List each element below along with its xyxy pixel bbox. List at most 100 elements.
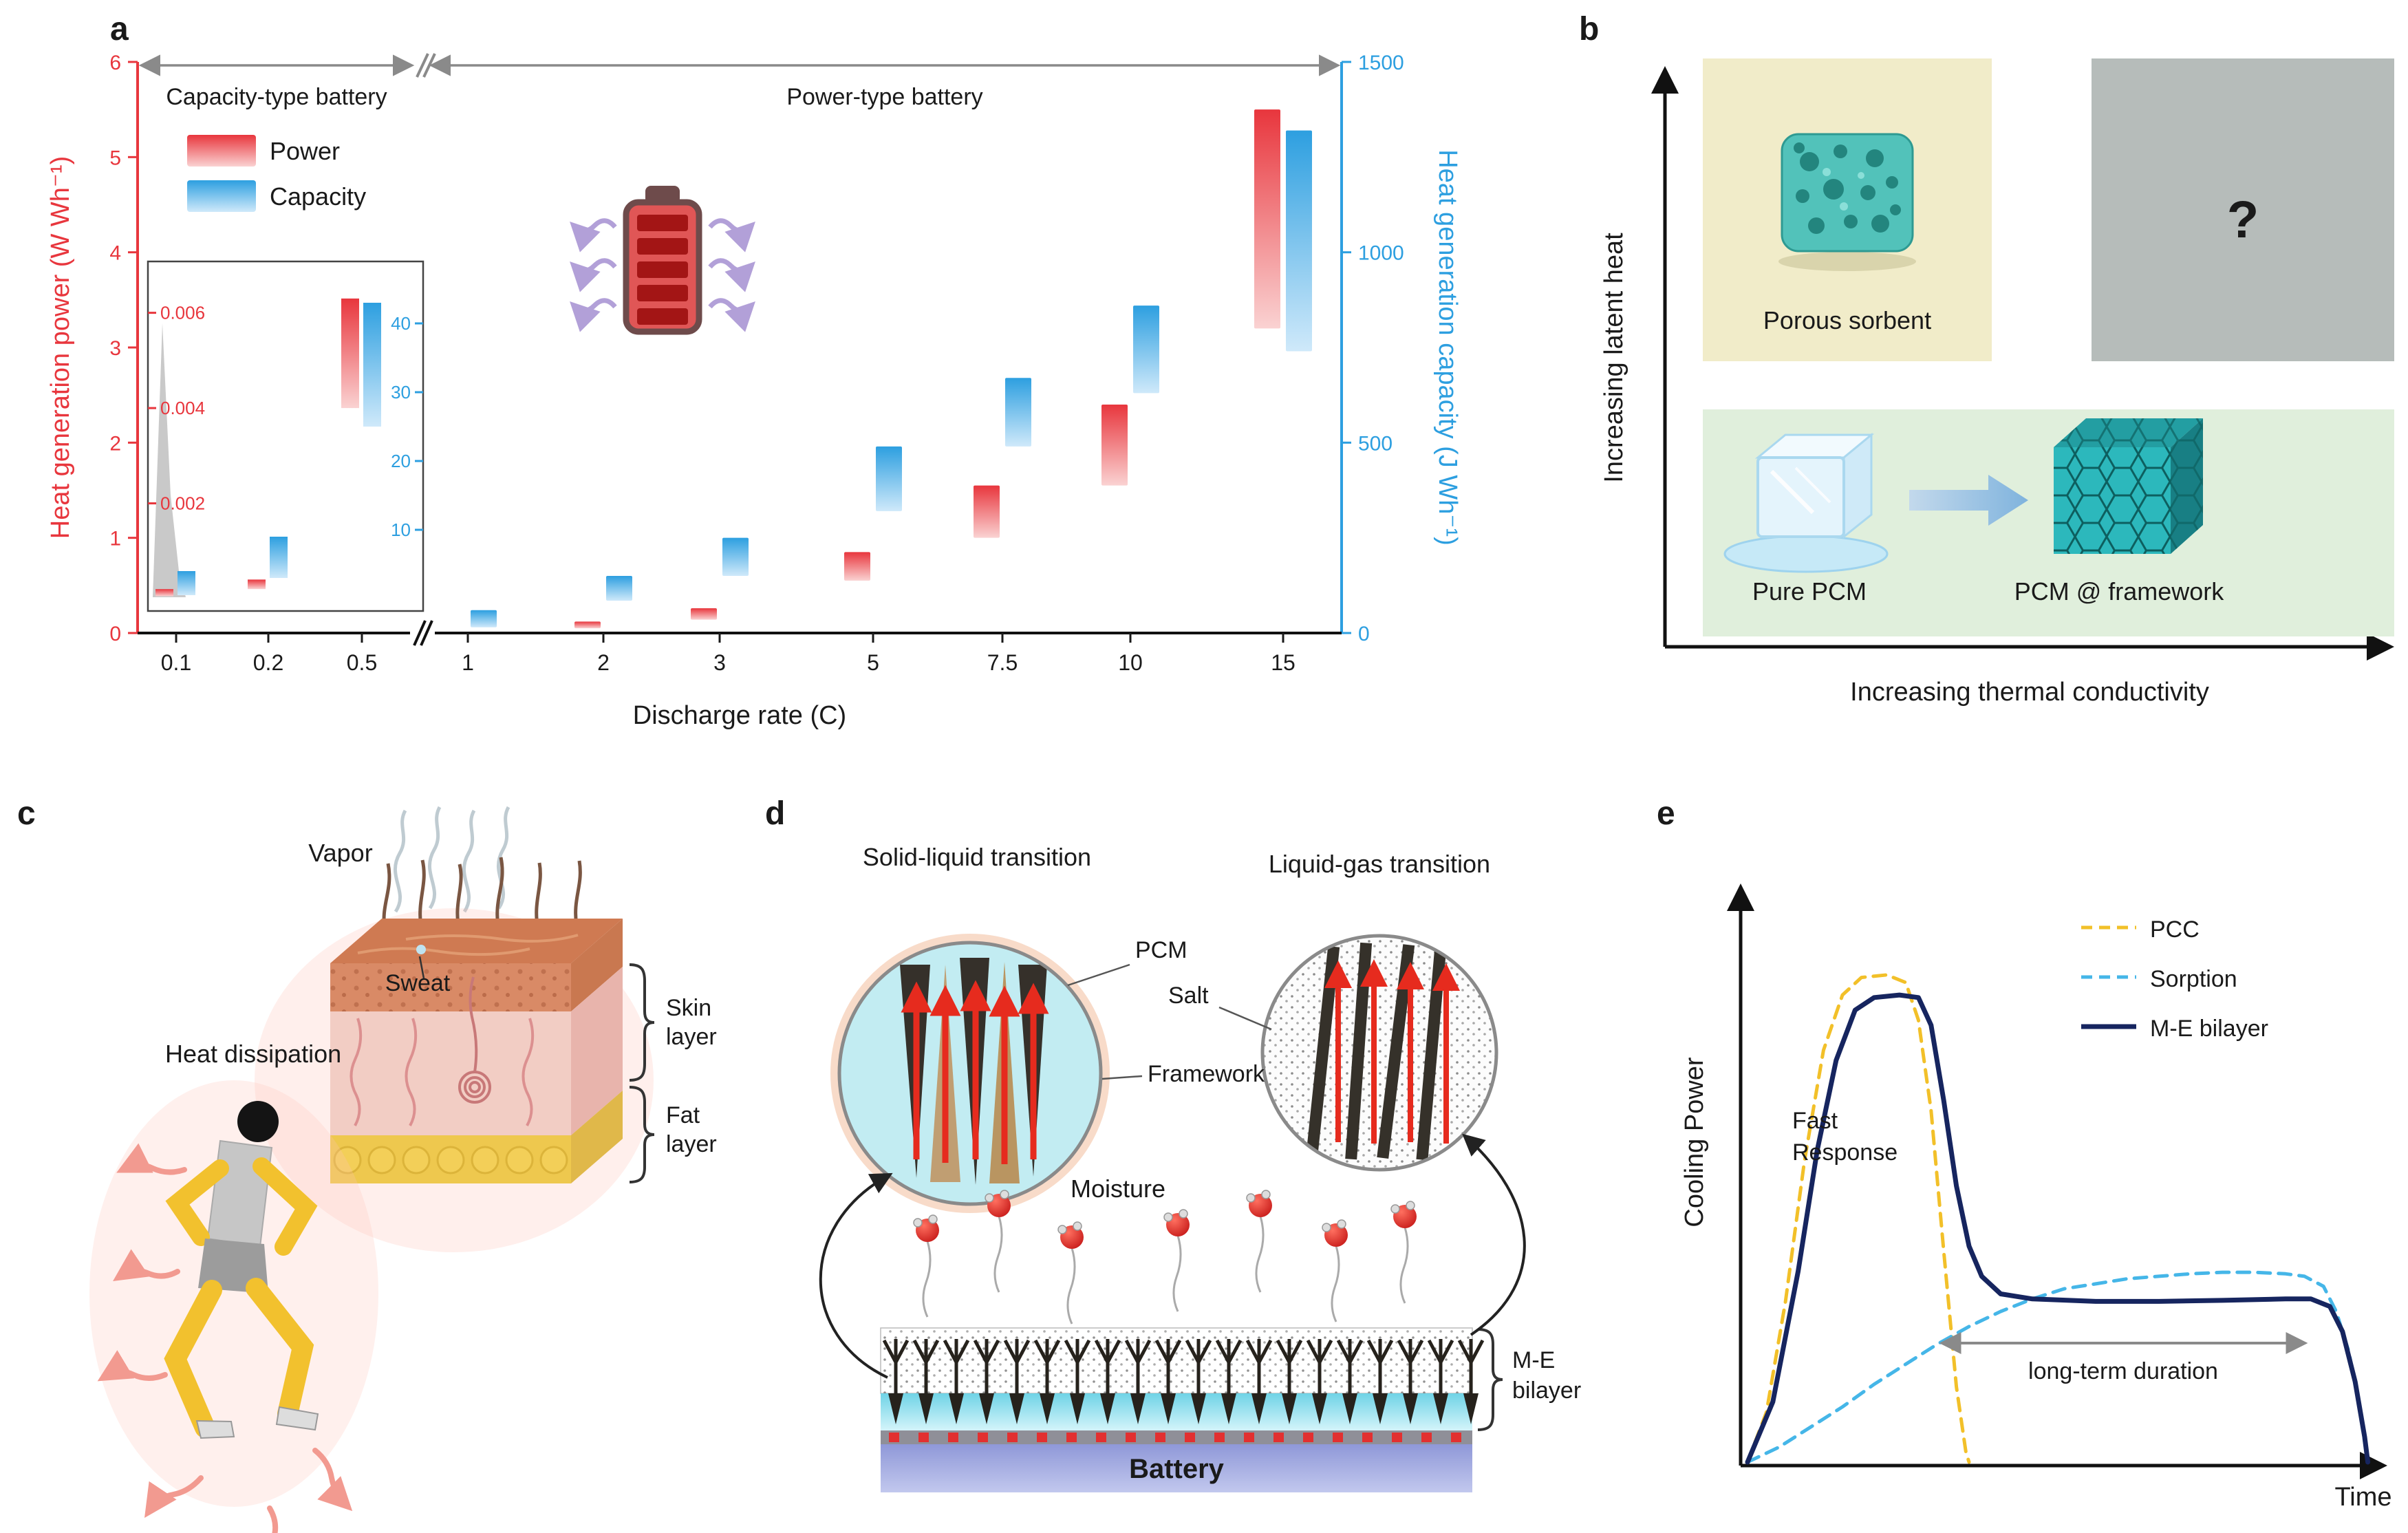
electrode-square — [978, 1433, 988, 1442]
framework-tree — [1094, 1339, 1121, 1393]
arrow-break-slash — [422, 53, 436, 78]
battery-body — [881, 1444, 1472, 1492]
vapor-wisps — [393, 806, 510, 913]
chart-e-legend: PCC Sorption M-E bilayer — [2081, 916, 2268, 1042]
framework-tree — [1427, 1339, 1454, 1393]
pcm-layer — [881, 1393, 1472, 1430]
fat-bump — [471, 1146, 499, 1175]
framework-tree — [1185, 1339, 1212, 1393]
electrode-square — [918, 1433, 929, 1442]
bilayer-label-1: M-E — [1512, 1347, 1555, 1373]
fat-layer-brace — [629, 1086, 655, 1183]
framework-wedge — [1433, 1393, 1448, 1424]
water-molecule — [1163, 1209, 1190, 1312]
zoom-arrow-left — [819, 1172, 893, 1379]
y-right-tick-label: 1500 — [1358, 52, 1404, 74]
molecule-tail — [993, 1216, 1003, 1293]
electrode-square — [1185, 1433, 1195, 1442]
electrode-square — [889, 1433, 899, 1442]
y-left-axis-label: Heat generation power (W Wh⁻¹) — [46, 156, 75, 539]
framework-wedge — [1221, 1393, 1236, 1424]
electrode-square — [1037, 1433, 1047, 1442]
panel-a-label: a — [110, 11, 129, 47]
axis-break-slash — [420, 620, 433, 646]
zoom-arrow-right — [1462, 1133, 1526, 1336]
time-label: Time — [2334, 1483, 2391, 1512]
sweat-pointer — [418, 956, 425, 979]
arrow-break-slash — [416, 53, 429, 78]
molecule-tail — [1172, 1235, 1182, 1312]
framework-wedge — [1161, 1393, 1176, 1424]
pure-pcm-image — [1723, 432, 1889, 573]
panel-c: c Vapor — [17, 795, 717, 1533]
bar-capacity-1 — [471, 610, 497, 628]
runner-shoe — [275, 1406, 319, 1431]
panel-b-label: b — [1579, 11, 1599, 47]
battery-icon — [570, 186, 755, 335]
hydrogen-atom — [985, 1193, 994, 1203]
framework-tree — [1154, 1339, 1182, 1393]
framework-tree — [943, 1339, 970, 1393]
inset-right-tick-label: 10 — [391, 519, 411, 540]
x-tick-label: 10 — [1118, 650, 1143, 675]
sweat-gland — [458, 976, 491, 1104]
y-left-tick-label: 6 — [109, 52, 121, 74]
framework-wedge — [1191, 1393, 1206, 1424]
hydrogen-atom — [913, 1218, 923, 1228]
x-tick-label: 3 — [713, 650, 726, 675]
panel-e: e Cooling Power Time PCC Sorption M-E bi… — [1657, 795, 2392, 1512]
inset-bar-capacity-0.1 — [178, 571, 195, 595]
framework-wedge — [1373, 1393, 1388, 1424]
conductivity-axis-label: Increasing thermal conductivity — [1850, 678, 2209, 707]
inset-left-tick-label: 0.002 — [160, 493, 205, 514]
inset-bar-power-0.1 — [155, 589, 173, 597]
fast-response-label-1: Fast — [1792, 1108, 1838, 1134]
x-tick-label: 2 — [597, 650, 610, 675]
hydrogen-atom — [1000, 1190, 1009, 1199]
y-left-tick-label: 2 — [109, 432, 121, 455]
framework-wedge — [1009, 1393, 1024, 1424]
unknown-box — [2092, 58, 2394, 361]
fat-bump — [367, 1146, 396, 1175]
bar-capacity-5 — [876, 446, 902, 511]
skin-layer-label-1: Skin — [666, 995, 711, 1021]
framework-wedge — [1282, 1393, 1297, 1424]
porous-sorbent-caption: Porous sorbent — [1763, 306, 1931, 334]
heat-dissipation-label: Heat dissipation — [165, 1040, 341, 1068]
x-tick-label: 1 — [462, 650, 474, 675]
inset-bar-power-0.5 — [341, 298, 359, 409]
heat-arrows — [97, 1143, 353, 1533]
axis-break-slash — [413, 620, 427, 646]
latent-heat-axis-label: Increasing latent heat — [1600, 233, 1628, 483]
y-right-axis-label: Heat generation capacity (J Wh⁻¹) — [1433, 149, 1462, 546]
electrode-square — [1155, 1433, 1165, 1442]
runner-figure — [89, 1080, 378, 1533]
hydrogen-atom — [1246, 1193, 1256, 1203]
framework-label: Framework — [1148, 1061, 1265, 1087]
electrode-square — [1126, 1433, 1136, 1442]
transition-arrow — [1909, 475, 2028, 526]
hydrogen-atom — [1406, 1201, 1415, 1210]
electrode-square — [1362, 1433, 1373, 1442]
fat-layer-label-2: layer — [666, 1131, 717, 1157]
bar-capacity-3 — [722, 537, 749, 576]
runner-arm — [165, 1159, 229, 1246]
panel-a: a Capacity-type battery Power-type batte… — [46, 11, 1462, 730]
porous-sorbent-image — [1778, 133, 1916, 271]
inset-bar-power-0.2 — [248, 579, 266, 590]
solid-liquid-title: Solid-liquid transition — [863, 843, 1091, 871]
electrode-square — [1392, 1433, 1402, 1442]
y-right-tick-label: 0 — [1358, 623, 1370, 645]
framework-tree — [1366, 1339, 1394, 1393]
water-molecule — [1057, 1221, 1084, 1325]
chart-a-legend: Power Capacity — [187, 135, 366, 212]
fat-bump — [402, 1146, 431, 1175]
bilayer-brace — [1477, 1328, 1503, 1431]
pcm-leader — [1067, 963, 1130, 987]
pcm-label: PCM — [1135, 937, 1187, 963]
framework-wedge — [888, 1393, 903, 1424]
skin-top-face — [330, 919, 623, 963]
bar-power-5 — [844, 552, 870, 581]
liquid-gas-inset — [1260, 934, 1498, 1172]
electrode-square — [1244, 1433, 1254, 1442]
